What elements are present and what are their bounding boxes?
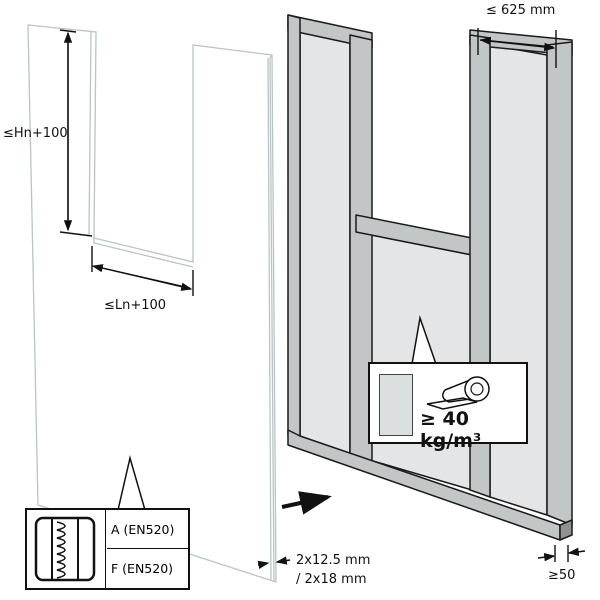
insulated-wall-section-icon (34, 516, 96, 582)
stud-width-label: ≥50 (548, 568, 576, 583)
board-thickness-dimension (257, 556, 291, 570)
insulation-callout: ≥ 40 kg/m³ (368, 362, 528, 452)
length-dimension (91, 246, 194, 296)
fire-class-table: A (EN520) F (EN520) (25, 508, 190, 590)
assembly-arrow (281, 491, 332, 515)
mineral-wool-roll-icon (426, 376, 490, 410)
length-label: ≤Ln+100 (104, 298, 167, 313)
height-dimension (59, 29, 93, 237)
plasterboard-panel (27, 24, 277, 583)
stud-width-dimension (537, 545, 586, 562)
stud-spacing-label: ≤ 625 mm (486, 3, 556, 18)
board-thickness-label-2: / 2x18 mm (296, 572, 367, 587)
fire-class-row-f: F (EN520) (111, 561, 174, 576)
metal-stud-frame (287, 14, 573, 541)
density-label: ≥ 40 kg/m³ (420, 408, 482, 452)
board-thickness-label-1: 2x12.5 mm (296, 553, 371, 568)
height-label: ≤Hn+100 (3, 126, 68, 141)
board-section-icon (27, 510, 106, 588)
insulation-swatch (379, 374, 413, 436)
fire-class-row-a: A (EN520) (107, 510, 190, 549)
fire-table-pointer (117, 455, 146, 511)
insulation-callout-pointer (411, 315, 437, 365)
stud-spacing-dimension (477, 28, 557, 68)
